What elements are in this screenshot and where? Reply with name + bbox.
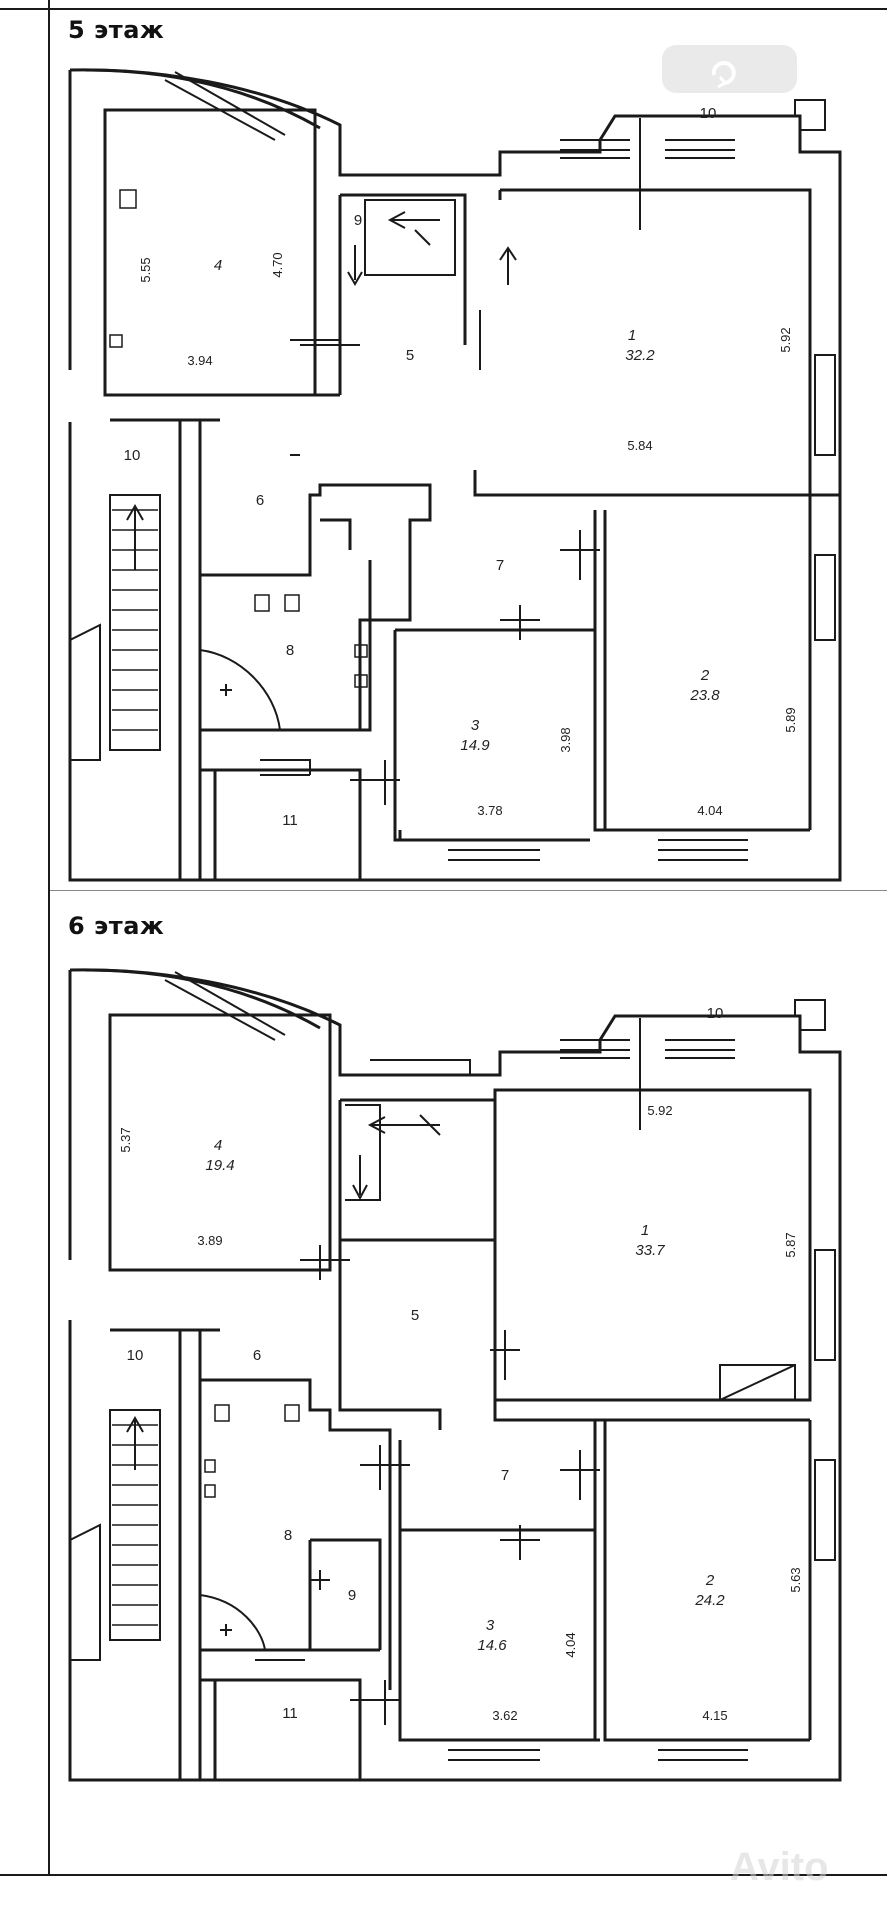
floor-6-plan: 1 33.7 2 24.2 3 14.6 4 19.4 5 6 7 8 9 10… (68, 968, 842, 1782)
f6-dim-5-63: 5.63 (788, 1567, 803, 1592)
f5-dim-5-92: 5.92 (778, 327, 793, 352)
f5-dim-3-98: 3.98 (558, 727, 573, 752)
f6-dim-5-87: 5.87 (783, 1232, 798, 1257)
f6-dim-5-37: 5.37 (118, 1127, 133, 1152)
f5-room-6-number: 6 (256, 492, 264, 509)
f5-dim-4-04: 4.04 (697, 803, 722, 818)
f5-dim-5-89: 5.89 (783, 707, 798, 732)
f6-dim-4-04: 4.04 (563, 1632, 578, 1657)
sync-icon (662, 45, 797, 93)
f5-dim-3-78: 3.78 (477, 803, 502, 818)
f6-dim-5-92: 5.92 (647, 1103, 672, 1118)
f6-room-5-number: 5 (411, 1307, 419, 1324)
f5-dim-5-84: 5.84 (627, 438, 652, 453)
f5-room-2-area: 23.8 (689, 687, 720, 704)
f5-room-10-number: 10 (700, 105, 717, 122)
f6-dim-3-89: 3.89 (197, 1233, 222, 1248)
f5-room-3-number: 3 (471, 717, 480, 734)
floor-5-plan: 1 32.2 2 23.8 3 14.9 4 5 6 7 8 9 10 10 1… (68, 68, 842, 882)
f5-room-2-number: 2 (700, 667, 710, 684)
f6-room-2-area: 24.2 (694, 1592, 725, 1609)
floor-5-title: 5 этаж (68, 16, 165, 44)
f5-room-3-area: 14.9 (460, 737, 490, 754)
f5-dim-5-55: 5.55 (138, 257, 153, 282)
f6-room-3-number: 3 (486, 1617, 495, 1634)
f5-room-5-number: 5 (406, 347, 414, 364)
f6-room-3-area: 14.6 (477, 1637, 507, 1654)
f6-dim-4-15: 4.15 (702, 1708, 727, 1723)
f6-room-4-area: 19.4 (205, 1157, 234, 1174)
f6-room-10b-number: 10 (127, 1347, 144, 1364)
f6-room-6-number: 6 (253, 1347, 261, 1364)
f6-room-4-number: 4 (214, 1137, 222, 1154)
frame-bottom-line (0, 1874, 887, 1876)
f6-room-7-number: 7 (501, 1467, 509, 1484)
floor-6-title: 6 этаж (68, 912, 165, 940)
f5-dim-3-94: 3.94 (187, 353, 212, 368)
f5-room-1-number: 1 (628, 327, 636, 344)
f5-room-10b-number: 10 (124, 447, 141, 464)
f5-dim-4-70: 4.70 (270, 252, 285, 277)
f6-room-2-number: 2 (705, 1572, 715, 1589)
frame-left-line (48, 0, 50, 1876)
f6-room-1-area: 33.7 (635, 1242, 665, 1259)
f6-room-11-number: 11 (282, 1705, 298, 1722)
f6-room-9-number: 9 (348, 1587, 356, 1604)
f6-dim-3-62: 3.62 (492, 1708, 517, 1723)
frame-top-line (0, 8, 887, 10)
f6-room-8-number: 8 (284, 1527, 292, 1544)
f5-room-1-area: 32.2 (625, 347, 655, 364)
f5-room-4-number: 4 (214, 257, 222, 274)
f5-room-7-number: 7 (496, 557, 504, 574)
avito-watermark: Avito (730, 1845, 829, 1889)
frame-divider-line (50, 890, 887, 891)
f5-room-11-number: 11 (282, 812, 298, 829)
f5-room-8-number: 8 (286, 642, 294, 659)
f5-room-9-number: 9 (354, 212, 362, 229)
f6-room-1-number: 1 (641, 1222, 649, 1239)
f6-room-10-number: 10 (707, 1005, 724, 1022)
